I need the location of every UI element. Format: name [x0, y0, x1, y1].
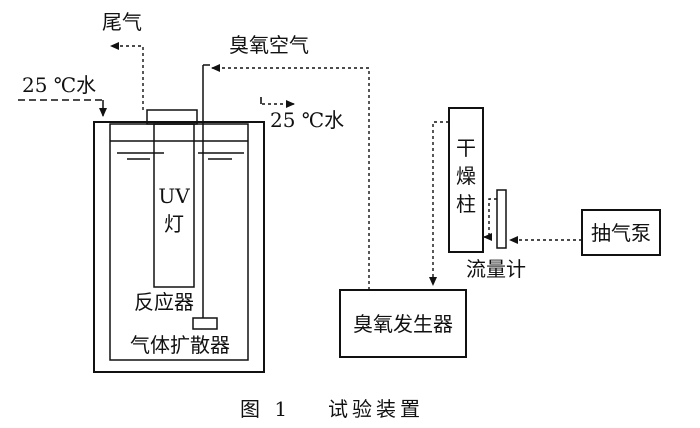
flowmeter-to-column-flow: [483, 198, 497, 241]
ozone-generator-box: [339, 289, 467, 358]
ozone-air-label: 臭氧空气: [229, 33, 309, 57]
drying-column-label-2: 燥: [456, 164, 476, 188]
water-level-mark-left: [117, 152, 164, 160]
flowmeter-label: 流量计: [466, 257, 526, 281]
water-out-label: 25 ℃水: [270, 108, 344, 132]
drying-column-label-1: 干: [456, 136, 476, 160]
uv-lamp-tube: [153, 123, 195, 288]
ozone-generator-label: 臭氧发生器: [353, 312, 453, 336]
tail-gas-label: 尾气: [102, 10, 142, 34]
water-in-label: 25 ℃水: [22, 73, 96, 97]
reactor-outer-jacket: [93, 121, 265, 373]
water-level-mark-right: [198, 152, 244, 160]
uv-lamp-label-line1: UV: [158, 184, 190, 208]
figure-number: 图 1: [240, 397, 291, 421]
tail-gas-flow: [110, 42, 144, 110]
ozone-air-flow: [211, 64, 370, 290]
reactor-label: 反应器: [134, 290, 194, 314]
uv-lamp-label-line2: 灯: [164, 212, 184, 236]
flowmeter-tube: [496, 189, 507, 249]
air-pump-label: 抽气泵: [591, 221, 651, 245]
figure-title: 试验装置: [328, 397, 424, 421]
drying-column-box: [448, 107, 484, 253]
diffuser-label: 气体扩散器: [130, 333, 230, 357]
dry-air-flow: [429, 121, 449, 286]
gas-diffuser: [192, 317, 218, 330]
drying-column-label-3: 柱: [456, 192, 476, 216]
air-pump-box: [581, 209, 661, 256]
